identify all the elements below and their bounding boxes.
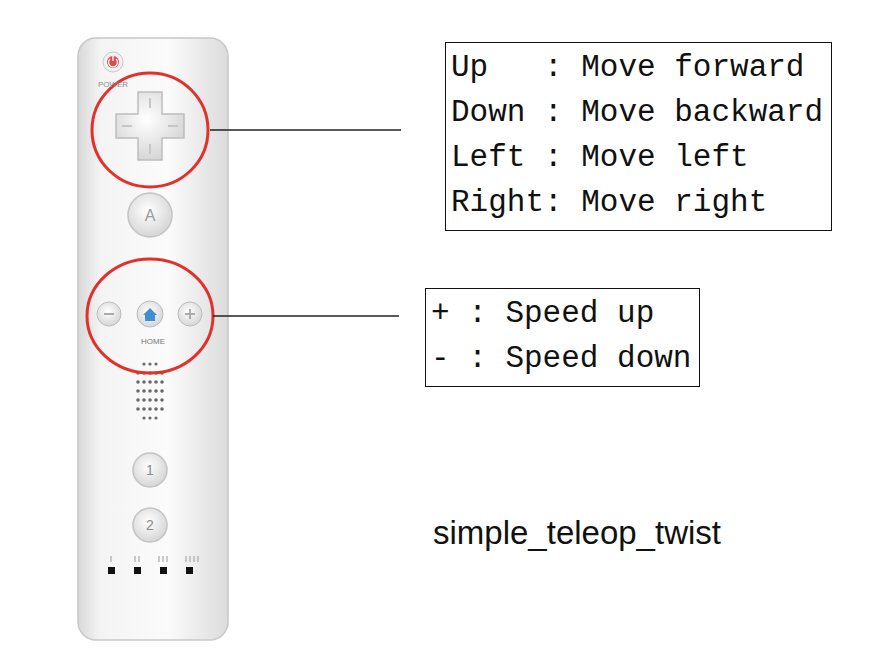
button-label: HOME — [141, 338, 165, 346]
mapping-text: Left : Move left — [451, 135, 825, 180]
button-label: A — [145, 208, 156, 224]
mapping-box: Up : Move forwardDown : Move backwardLef… — [445, 42, 832, 231]
mapping-text: Right: Move right — [451, 180, 825, 225]
mapping-text: Up : Move forward — [451, 45, 825, 90]
mapping-text: Down : Move backward — [451, 90, 825, 135]
button-label: 1 — [146, 463, 154, 477]
button-label: POWER — [98, 81, 128, 89]
speed-box: + : Speed up- : Speed down — [425, 288, 700, 387]
name-label: simple_teleop_twist — [433, 516, 721, 549]
mapping-text: + : Speed up — [431, 291, 693, 336]
mapping-text: - : Speed down — [431, 336, 693, 381]
button-label: 2 — [146, 518, 154, 532]
